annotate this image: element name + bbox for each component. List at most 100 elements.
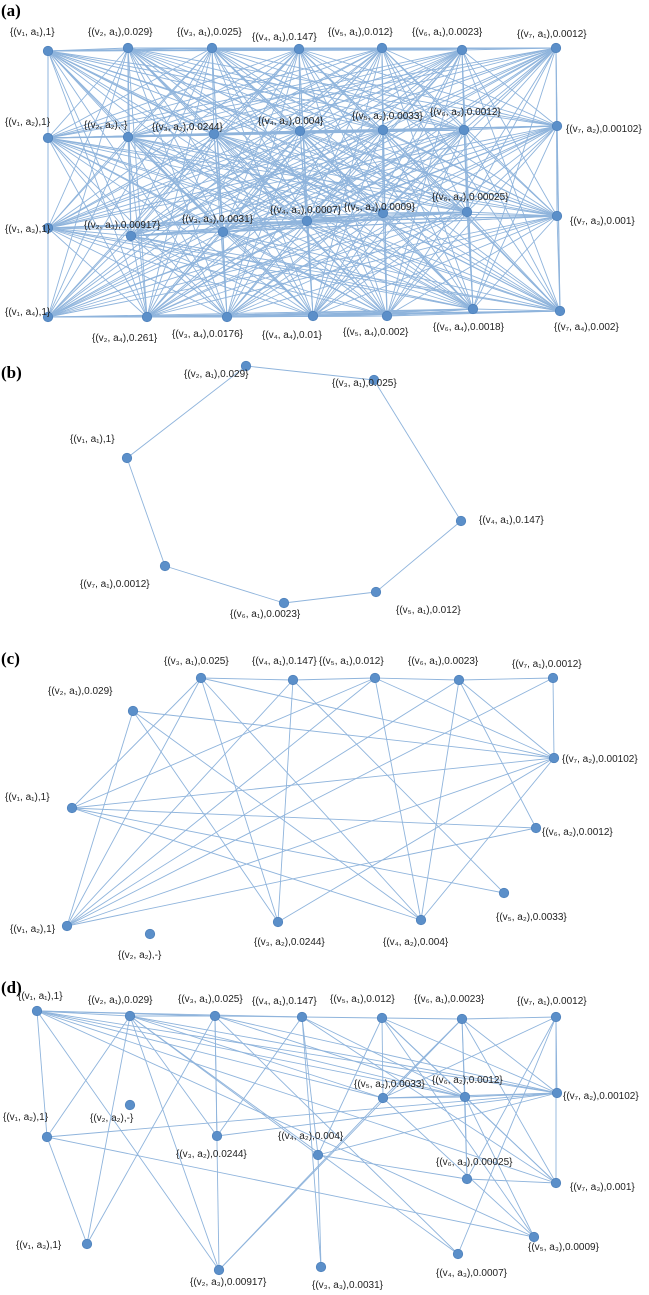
- panel-label-a: (a): [1, 1, 21, 20]
- node-a62: [458, 124, 470, 136]
- edge-d31-d72: [214, 1015, 558, 1094]
- edge-a43-a34: [226, 220, 308, 318]
- node-d43: [452, 1248, 464, 1260]
- edge-d12-d72: [46, 1092, 558, 1138]
- edge-a11-a33: [47, 50, 224, 233]
- node-label-d63: {(v₆, a₃),0.00025}: [436, 1157, 513, 1168]
- edge-c51-c42: [374, 677, 422, 921]
- edge-a51-a42: [299, 47, 383, 132]
- edge-a72-a63: [466, 125, 558, 213]
- edge-a41-a13: [47, 48, 300, 229]
- edge-a63-a24: [146, 211, 468, 318]
- edge-d41-d73: [301, 1016, 557, 1184]
- edge-a52-a63: [382, 129, 468, 213]
- node-label-d31: {(v₃, a₁),0.025}: [178, 994, 243, 1005]
- node-label-a32: {(v₃, a₂),0.0244}: [152, 122, 223, 133]
- node-a14: [42, 311, 54, 323]
- node-label-c61: {(v₆, a₁),0.0023}: [408, 656, 479, 667]
- edge-a53-a74: [382, 212, 561, 312]
- edge-a62-a34: [226, 129, 465, 318]
- edge-a72-a13: [47, 125, 558, 229]
- node-b5: [370, 586, 382, 598]
- edge-a62-a73: [463, 129, 558, 217]
- node-label-b5: {(v₅, a₁),0.012}: [396, 605, 461, 616]
- edge-a61-a12: [47, 49, 463, 139]
- edge-d61-d73: [461, 1018, 557, 1184]
- node-label-a73: {(v₇, a₃),0.001}: [570, 216, 635, 227]
- node-label-d43: {(v₄, a₃),0.0007}: [436, 1268, 508, 1279]
- node-label-a64: {(v₆, a₄),0.0018}: [433, 322, 505, 333]
- node-d11: [31, 1005, 43, 1017]
- node-label-d62: {(v₆, a₂),0.0012}: [432, 1075, 503, 1086]
- node-d63: [461, 1173, 473, 1185]
- edge-a32-a53: [213, 133, 384, 214]
- edge-d31-d13: [86, 1015, 216, 1245]
- edge-a22-a53: [127, 136, 384, 214]
- edge-a43-a54: [306, 220, 388, 317]
- edge-a31-a72: [211, 47, 558, 127]
- edge-a61-a74: [461, 49, 561, 312]
- node-a74: [554, 305, 566, 317]
- node-label-d73: {(v₇, a₃),0.001}: [570, 1182, 635, 1193]
- node-label-d42: {(v₄, a₂),0.004}: [278, 1131, 344, 1142]
- edge-c31-c41: [200, 677, 294, 681]
- panel-label-b: (b): [1, 363, 22, 382]
- edge-d41-d51: [301, 1016, 383, 1019]
- panel-a-edges: [47, 47, 561, 318]
- node-label-d32: {(v₃, a₂),0.0244}: [176, 1149, 247, 1160]
- node-label-d41: {(v₄, a₁),0.147}: [252, 996, 317, 1007]
- node-a54: [381, 310, 393, 322]
- edge-a42-a23: [130, 130, 301, 237]
- node-label-a63: {(v₆, a₃),0.00025}: [432, 192, 509, 203]
- edge-a73-a44: [312, 215, 558, 317]
- edge-a13-a34: [47, 227, 228, 318]
- edge-c21-c12: [66, 710, 134, 927]
- panel-a-nodes: {(v₁, a₁),1}{(v₂, a₁),0.029}{(v₃, a₁),0.…: [5, 27, 642, 344]
- edge-a63-a44: [312, 211, 468, 317]
- edge-a61-a22: [127, 49, 463, 138]
- edge-a73-a24: [146, 215, 558, 318]
- node-d73: [550, 1177, 562, 1189]
- edge-a23-a44: [130, 235, 314, 317]
- edge-a21-a12: [47, 47, 129, 139]
- node-c72: [548, 752, 560, 764]
- edge-a51-a73: [381, 47, 558, 217]
- edge-d62-d53: [464, 1096, 535, 1238]
- edge-a43-a24: [146, 220, 308, 318]
- node-a51: [376, 42, 388, 54]
- edge-a72-a44: [312, 125, 558, 317]
- panel-c-nodes: {(v₃, a₁),0.025}{(v₄, a₁),0.147}{(v₅, a₁…: [5, 656, 638, 961]
- edge-a73-a74: [556, 215, 561, 312]
- node-a42: [294, 125, 306, 137]
- edge-d61-d71: [461, 1016, 557, 1020]
- edge-a13-a63: [47, 211, 468, 229]
- edge-d51-d52: [381, 1017, 384, 1099]
- edge-a12-a24: [47, 137, 148, 318]
- node-label-a51: {(v₅, a₁),0.012}: [328, 27, 393, 38]
- edge-a51-a12: [47, 47, 383, 139]
- panel-b-edges: [126, 365, 462, 604]
- node-c71: [547, 672, 559, 684]
- node-label-d23: {(v₂, a₃),0.00917}: [190, 1277, 267, 1288]
- node-label-a54: {(v₅, a₄),0.002}: [343, 327, 409, 338]
- edge-a33-a44: [222, 231, 314, 317]
- edge-a43-a44: [306, 220, 314, 317]
- edge-d52-d53: [382, 1097, 535, 1238]
- edge-b4-b5: [375, 520, 462, 593]
- node-d31: [209, 1010, 221, 1022]
- edge-a12-a53: [47, 137, 384, 214]
- node-a61: [456, 44, 468, 56]
- node-label-c31: {(v₃, a₁),0.025}: [164, 656, 229, 667]
- node-label-b4: {(v₄, a₁),0.147}: [479, 515, 544, 526]
- edge-a23-a24: [130, 235, 148, 318]
- edge-a63-a34: [226, 211, 468, 318]
- edge-d31-d62: [214, 1015, 466, 1098]
- edge-a22-a13: [47, 136, 129, 229]
- edge-c21-c72: [132, 710, 555, 759]
- node-label-a72: {(v₇, a₂),0.00102}: [566, 124, 642, 135]
- node-label-c42: {(v₄, a₂),0.004}: [383, 937, 449, 948]
- edge-d21-d32: [129, 1015, 218, 1137]
- edge-a53-a54: [382, 212, 388, 317]
- node-a33: [217, 226, 229, 238]
